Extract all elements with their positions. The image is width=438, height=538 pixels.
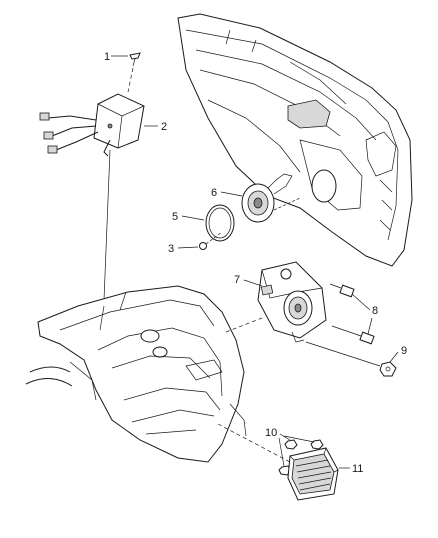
screw-3 bbox=[199, 231, 223, 250]
door-trim-panel bbox=[177, 13, 413, 267]
subwoofer-enclosure-7 bbox=[257, 261, 327, 343]
callout-7: 7 bbox=[234, 274, 240, 286]
amplifier-module-2 bbox=[39, 93, 145, 157]
callout-10: 10 bbox=[265, 427, 277, 439]
callout-1: 1 bbox=[104, 51, 110, 63]
bolt-8-lower bbox=[331, 325, 375, 345]
amplifier-11-leader-line bbox=[217, 423, 291, 463]
callout-9: 9 bbox=[401, 345, 407, 357]
nut-9 bbox=[305, 341, 397, 377]
vehicle-rear-cargo-area bbox=[25, 285, 247, 463]
amplifier-location-leader bbox=[103, 149, 111, 301]
fastener-leader-line bbox=[127, 67, 134, 93]
callout-11: 11 bbox=[352, 463, 363, 475]
door-speaker-6 bbox=[241, 173, 301, 223]
callout-5: 5 bbox=[172, 211, 178, 223]
callout-2: 2 bbox=[161, 121, 167, 133]
callout-8: 8 bbox=[372, 305, 378, 317]
screw-1 bbox=[129, 52, 141, 67]
amplifier-module-11 bbox=[287, 447, 339, 501]
callout-3: 3 bbox=[168, 243, 174, 255]
callout-leaders bbox=[111, 55, 399, 469]
callout-6: 6 bbox=[211, 187, 217, 199]
bolt-8-upper bbox=[329, 283, 355, 298]
speaker-spacer-ring-5 bbox=[205, 204, 235, 242]
